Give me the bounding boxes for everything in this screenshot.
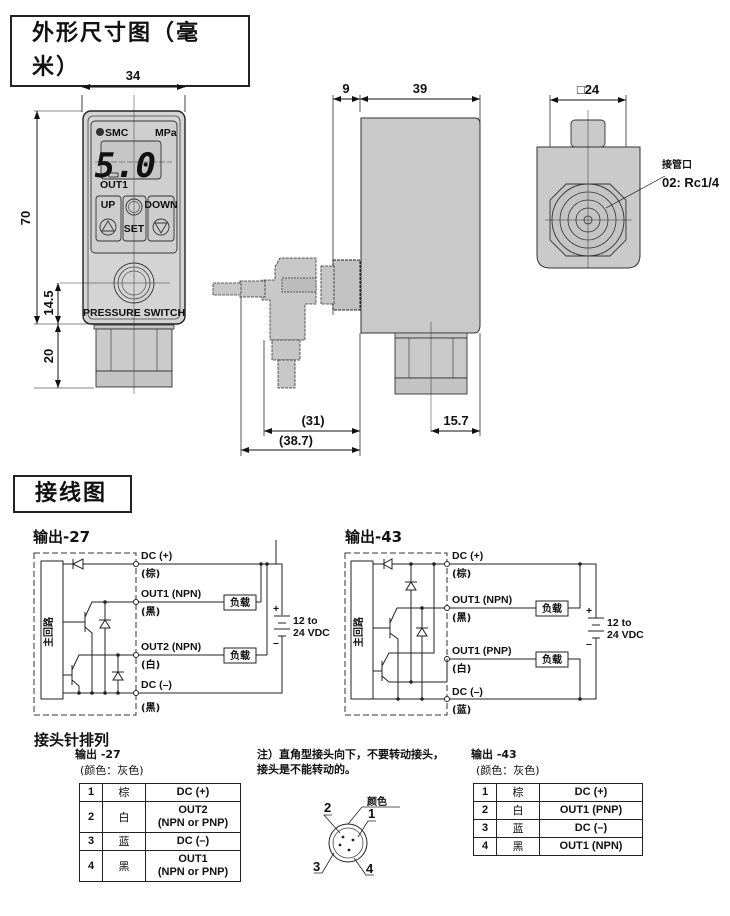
terminal-name: OUT2 (NPN) <box>141 641 201 653</box>
wiring-diagram-43: 主回路 <box>344 550 644 716</box>
terminal-color: (黑) <box>141 606 160 618</box>
wiring-27-title: 输出-27 <box>33 528 91 546</box>
bottom-view: □24 接管口 02: Rc1/4 <box>536 82 720 269</box>
port-label: 接管口 <box>662 158 692 171</box>
wiring-diagrams: 主回路 <box>33 540 644 716</box>
out1-indicator <box>108 172 119 178</box>
dim-width-label: 34 <box>126 68 141 83</box>
terminal-name: OUT1 (NPN) <box>452 594 512 606</box>
minus-label: – <box>586 638 592 650</box>
connector-pin-diagram: 颜色 2 1 3 4 <box>313 795 400 876</box>
dimension-drawings: 34 SMC MPa 5.0 OUT1 UP SET DOWN PRESSURE… <box>18 68 720 456</box>
pin-section-title: 接头针排列 <box>34 731 110 749</box>
terminal-color: (棕) <box>452 567 471 580</box>
supply-voltage-2: 24 VDC <box>607 629 644 641</box>
load-label: 负载 <box>542 602 562 615</box>
zener-diode-icon <box>405 581 417 591</box>
dim-cable-31-label: (31) <box>301 413 324 428</box>
terminal-name: DC (–) <box>141 679 172 691</box>
port-spec: 02: Rc1/4 <box>662 175 720 190</box>
zener-diode-icon <box>112 671 124 681</box>
unit-label: MPa <box>155 127 177 139</box>
dim-port-offset-label: 15.7 <box>443 413 468 428</box>
pin-2-label: 2 <box>324 800 331 815</box>
brand-label: SMC <box>105 127 129 139</box>
terminal-color: (黑) <box>452 612 471 624</box>
terminal-color: (白) <box>452 662 471 675</box>
terminal-color: (棕) <box>141 567 160 580</box>
plus-label: + <box>273 603 279 615</box>
terminal-color: (黑) <box>141 702 160 714</box>
display-value: 5.0 <box>95 146 156 186</box>
down-triangle-icon <box>154 222 168 234</box>
load-label: 负载 <box>542 653 562 666</box>
minus-label: – <box>273 637 279 649</box>
dim-connector-label: 9 <box>342 81 349 96</box>
pin-table-43-title: 输出 -43 <box>471 748 517 761</box>
terminal-color: (蓝) <box>452 703 471 716</box>
terminal-name: OUT1 (NPN) <box>141 588 201 600</box>
note-line-1: 注）直角型接头向下，不要转动接头， <box>257 748 444 761</box>
dim-square-label: □24 <box>577 82 600 97</box>
dim-center-label: 14.5 <box>41 290 56 315</box>
cable-horizontal <box>212 282 242 296</box>
svg-text:主回路: 主回路 <box>352 616 365 647</box>
plus-label: + <box>586 605 592 617</box>
pin-table-27-title: 输出 -27 <box>75 748 121 761</box>
down-button[interactable] <box>147 195 175 242</box>
side-body <box>360 117 481 334</box>
lcd-display <box>100 140 162 180</box>
terminal-name: OUT1 (PNP) <box>452 645 512 657</box>
connector-color-label: 颜色 <box>367 795 387 808</box>
main-circuit-block <box>40 560 64 700</box>
svg-text:SET: SET <box>124 223 145 235</box>
out1-label: OUT1 <box>100 179 128 191</box>
supply-voltage-1: 12 to <box>607 617 632 629</box>
terminal-name: DC (–) <box>452 686 483 698</box>
pin-4-label: 4 <box>366 861 374 876</box>
dim-height-label: 70 <box>18 211 33 225</box>
cable-vertical <box>277 359 296 389</box>
wiring-section-title: 接线图 <box>13 475 132 513</box>
supply-voltage-2: 24 VDC <box>293 627 330 639</box>
pin-3-label: 3 <box>313 859 320 874</box>
front-view: 34 SMC MPa 5.0 OUT1 UP SET DOWN PRESSURE… <box>18 68 186 394</box>
terminal-color: (白) <box>141 658 160 671</box>
terminal-name: DC (+) <box>452 550 483 562</box>
side-view: 9 39 (31) (38.7) 15.7 <box>212 81 481 456</box>
dim-cable-38-7-label: (38.7) <box>279 433 313 448</box>
note-line-2: 接头是不能转动的。 <box>257 763 356 776</box>
diode-icon <box>381 558 393 570</box>
dim-body-label: 39 <box>413 81 427 96</box>
diode-icon <box>71 558 84 570</box>
zener-diode-icon <box>416 627 428 637</box>
terminal-name: DC (+) <box>141 550 172 562</box>
pin-table-27-subtitle: (颜色：灰色) <box>80 764 144 777</box>
wiring-43-title: 输出-43 <box>345 528 403 546</box>
svg-text:主回路: 主回路 <box>42 616 55 647</box>
svg-text:DOWN: DOWN <box>144 199 177 211</box>
pin-1-label: 1 <box>368 806 375 821</box>
smc-logo-icon <box>96 128 104 136</box>
wiring-diagram-27: 主回路 <box>33 540 330 716</box>
dim-fitting-label: 20 <box>41 349 56 363</box>
main-circuit-block <box>350 560 374 700</box>
pin-table-43-subtitle: (颜色：灰色) <box>476 764 540 777</box>
load-label: 负载 <box>230 649 250 662</box>
up-triangle-icon <box>101 220 115 232</box>
supply-voltage-1: 12 to <box>293 615 318 627</box>
load-label: 负载 <box>230 596 250 609</box>
zener-diode-icon <box>99 619 111 629</box>
svg-text:UP: UP <box>101 199 116 211</box>
